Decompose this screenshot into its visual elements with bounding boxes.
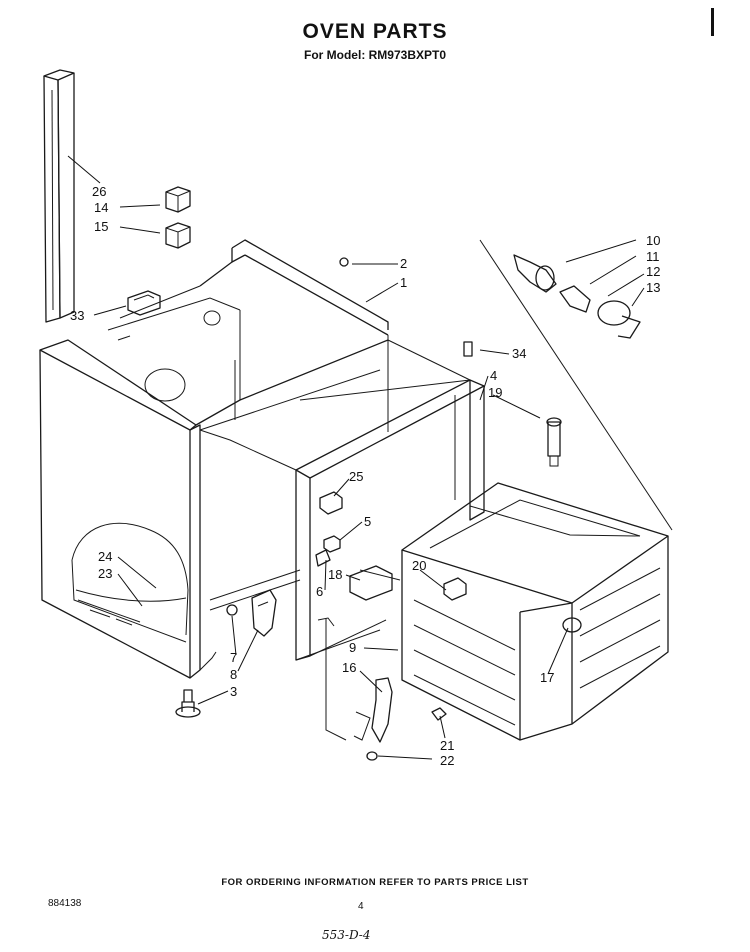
light-socket-assembly-part — [479, 239, 673, 531]
leveling-leg-part — [175, 689, 201, 718]
callout-13: 13 — [646, 280, 660, 295]
callout-17: 17 — [540, 670, 554, 685]
bracket-part — [127, 290, 161, 316]
switch-part — [165, 186, 191, 249]
callout-5: 5 — [364, 514, 371, 529]
callout-10: 10 — [646, 233, 660, 248]
callout-26: 26 — [92, 184, 106, 199]
callout-22: 22 — [440, 753, 454, 768]
document-number: 884138 — [48, 898, 82, 909]
callout-9: 9 — [349, 640, 356, 655]
cabinet-liner-part — [107, 239, 389, 336]
callout-33: 33 — [70, 308, 84, 323]
callout-1: 1 — [400, 275, 407, 290]
callout-14: 14 — [94, 200, 108, 215]
callout-6: 6 — [316, 584, 323, 599]
callout-24: 24 — [98, 549, 112, 564]
callout-3: 3 — [230, 684, 237, 699]
callout-16: 16 — [342, 660, 356, 675]
callout-21: 21 — [440, 738, 454, 753]
callout-18: 18 — [328, 567, 342, 582]
insulation-part — [71, 522, 189, 643]
model-subtitle: For Model: RM973BXPT0 — [303, 48, 447, 62]
trim-strip-part — [43, 69, 75, 323]
callout-20: 20 — [412, 558, 426, 573]
callout-2: 2 — [400, 256, 407, 271]
margin-mark — [711, 8, 714, 36]
callout-12: 12 — [646, 264, 660, 279]
page-number: 4 — [358, 901, 364, 912]
callout-15: 15 — [94, 219, 108, 234]
hinge-hardware-part — [325, 618, 447, 761]
side-panel-part — [39, 310, 389, 679]
cavity-bracket-part — [443, 577, 467, 601]
leader-lines — [67, 155, 645, 760]
frame-hardware-part — [315, 491, 393, 627]
callout-23: 23 — [98, 566, 112, 581]
callout-25: 25 — [349, 469, 363, 484]
callout-19: 19 — [488, 385, 502, 400]
callout-7: 7 — [230, 650, 237, 665]
screw-part — [339, 257, 349, 267]
oven-cavity-part — [401, 482, 669, 741]
callout-labels: 1 2 3 4 5 6 7 8 9 10 11 12 13 14 15 16 1… — [70, 184, 660, 768]
sensor-bracket-part — [226, 589, 277, 637]
rear-frame-part — [199, 339, 471, 611]
clip-part — [463, 341, 473, 357]
callout-4: 4 — [490, 368, 497, 383]
page-title: OVEN PARTS — [302, 20, 448, 43]
callout-11: 11 — [646, 249, 660, 264]
handwritten-note: 553-D-4 — [322, 928, 371, 942]
oven-light-part — [546, 417, 562, 467]
oven-frame-part — [295, 379, 485, 661]
ordering-note: FOR ORDERING INFORMATION REFER TO PARTS … — [221, 877, 529, 888]
callout-8: 8 — [230, 667, 237, 682]
callout-34: 34 — [512, 346, 526, 361]
